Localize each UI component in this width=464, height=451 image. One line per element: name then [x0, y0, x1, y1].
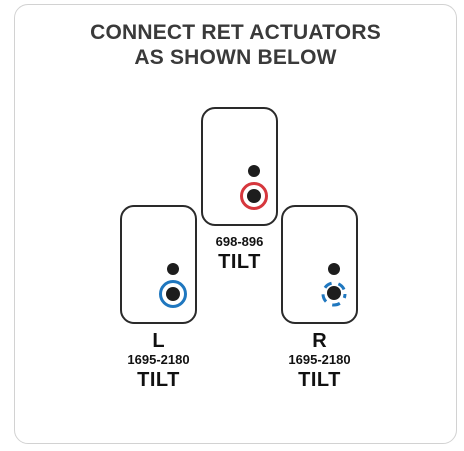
right-port-tilt-label: TILT [298, 369, 341, 391]
right-port-connector-icon [321, 281, 347, 307]
instruction-heading-line-2: AS SHOWN BELOW [134, 46, 337, 69]
center-port-connector-icon [240, 182, 268, 210]
right-port-connector-pin [327, 286, 341, 300]
center-port-indicator-dot [248, 165, 260, 177]
instruction-heading-line-1: CONNECT RET ACTUATORS [90, 21, 381, 44]
left-port-side-label: L [152, 330, 165, 352]
right-port-side-label: R [312, 330, 327, 352]
right-port-dashed-ring [321, 281, 347, 307]
center-port-box [201, 107, 278, 226]
left-port-connector-pin [166, 287, 180, 301]
center-port-tilt-label: TILT [218, 251, 261, 273]
right-port-indicator-dot [328, 263, 340, 275]
right-port-range-label: 1695-2180 [288, 352, 351, 367]
right-port-box [281, 205, 358, 324]
left-port-tilt-label: TILT [137, 369, 180, 391]
center-port-connector-pin [247, 189, 261, 203]
left-port-box [120, 205, 197, 324]
left-port-connector-icon [159, 280, 187, 308]
left-port-range-label: 1695-2180 [127, 352, 190, 367]
center-port-range-label: 698-896 [215, 234, 264, 249]
left-port-indicator-dot [167, 263, 179, 275]
